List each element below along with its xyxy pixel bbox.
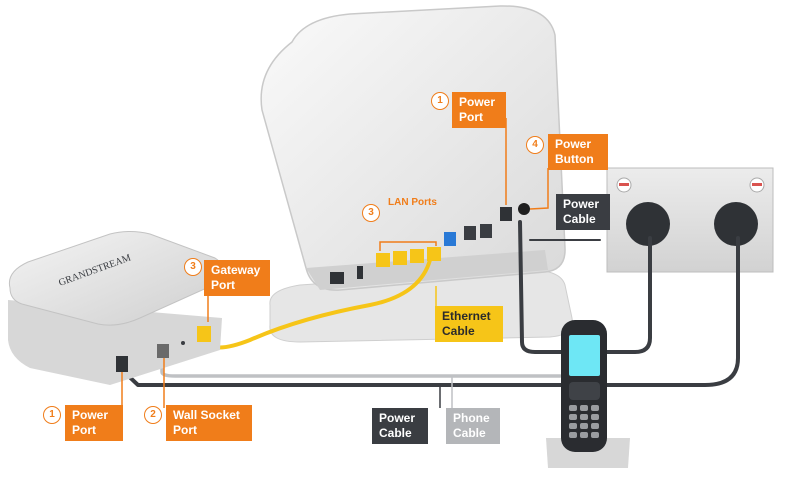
- router-lan-port-4: [427, 247, 441, 261]
- base-gateway-port: [197, 326, 211, 342]
- router-lan-port-2: [393, 251, 407, 265]
- base-power-port-number: 1: [43, 406, 61, 424]
- wall-socket-switch-left-mark: [619, 183, 629, 186]
- router-usb-port: [357, 266, 363, 279]
- router-wan-port: [444, 232, 456, 246]
- wall-socket-plug-right: [714, 202, 758, 246]
- router-lan-ports-number: 3: [362, 204, 380, 222]
- wall-socket: [606, 167, 774, 273]
- power-cable-top-label: Power Cable: [556, 194, 610, 230]
- lan-ports-bracket: [379, 241, 437, 251]
- base-indicator-dot: [181, 341, 185, 345]
- handset-keypad: [569, 405, 599, 438]
- router-power-port-number: 1: [431, 92, 449, 110]
- wall-socket-plug-left: [626, 202, 670, 246]
- ethernet-cable-line: [202, 258, 432, 350]
- router-lan-port-3: [410, 249, 424, 263]
- wall-socket-switch-right-mark: [752, 183, 762, 186]
- base-station-front: [8, 300, 222, 385]
- leader-power-button: [529, 168, 549, 210]
- wall-socket-port-number: 2: [144, 406, 162, 424]
- router-body: [260, 5, 566, 291]
- wall-socket-port-label: Wall Socket Port: [166, 405, 252, 441]
- router-power-button-number: 4: [526, 136, 544, 154]
- router-aux-port-1: [464, 226, 476, 240]
- router-power-port-label: Power Port: [452, 92, 506, 128]
- router-phone-port: [330, 272, 344, 284]
- handset: [546, 320, 630, 468]
- router-lan-ports-label: LAN Ports: [388, 197, 437, 208]
- base-power-port: [116, 356, 128, 372]
- ethernet-cable-label: Ethernet Cable: [435, 306, 503, 342]
- handset-nav-keys: [569, 382, 600, 400]
- base-power-port-label: Power Port: [65, 405, 123, 441]
- power-cable-bottom-label: Power Cable: [372, 408, 428, 444]
- phone-cable-line: [160, 356, 562, 378]
- base-station: GRANDSTREAM: [8, 231, 224, 385]
- gateway-port-number: 3: [184, 258, 202, 276]
- handset-screen: [569, 335, 600, 376]
- router-aux-port-2: [480, 224, 492, 238]
- router-power-port: [500, 207, 512, 221]
- router-lan-port-1: [376, 253, 390, 267]
- router: [260, 5, 573, 343]
- base-wall-socket-port: [157, 344, 169, 358]
- router-power-button-label: Power Button: [548, 134, 608, 170]
- router-power-button: [518, 203, 530, 215]
- gateway-port-label: Gateway Port: [204, 260, 270, 296]
- phone-cable-label: Phone Cable: [446, 408, 500, 444]
